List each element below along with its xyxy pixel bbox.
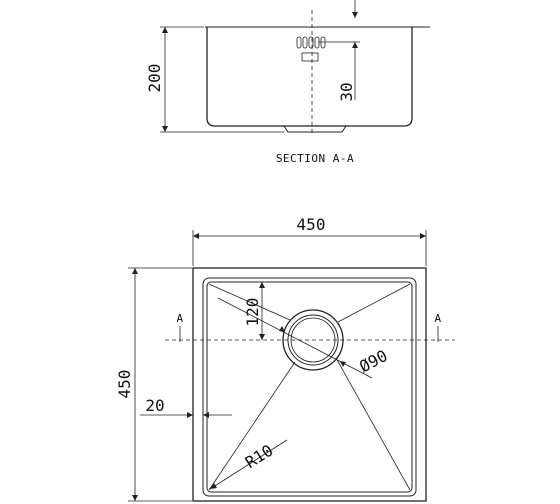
plan-drain-offset-label: 120 <box>243 298 262 327</box>
plan-dimension-height: 450 <box>115 267 192 502</box>
plan-height-label: 450 <box>115 370 134 399</box>
overflow-slots <box>296 36 326 49</box>
section-dimension-30: 30 <box>337 0 358 102</box>
section-bowl-outline <box>206 27 413 127</box>
plan-dimension-radius: R10 <box>209 439 288 490</box>
overflow-box <box>301 52 319 62</box>
section-drain-offset-label: 30 <box>337 82 356 101</box>
section-caption: SECTION A-A <box>276 152 354 165</box>
section-dimension-200: 200 <box>145 26 284 133</box>
plan-edge-offset-label: 20 <box>145 396 164 415</box>
plan-slope-lines <box>208 283 411 491</box>
plan-dimension-20: 20 <box>140 396 232 418</box>
plan-view: A A 450 450 120 <box>115 215 455 502</box>
section-drain-outlet <box>283 125 347 133</box>
plan-bowl-outer <box>202 277 417 497</box>
cut-mark-left: A <box>176 312 183 325</box>
section-depth-label: 200 <box>145 64 164 93</box>
plan-width-label: 450 <box>297 215 326 234</box>
plan-corner-radius-label: R10 <box>242 441 277 472</box>
plan-drain-diameter-label: Ø90 <box>356 346 390 376</box>
cut-mark-right: A <box>434 312 441 325</box>
section-view: 30 200 SECTION A-A <box>145 0 430 165</box>
plan-section-cut-line: A A <box>165 312 455 342</box>
plan-outer-rim <box>192 267 427 502</box>
plan-dimension-120: 120 <box>243 282 265 340</box>
plan-bowl-inner <box>206 281 413 493</box>
plan-dimension-width: 450 <box>192 215 427 266</box>
